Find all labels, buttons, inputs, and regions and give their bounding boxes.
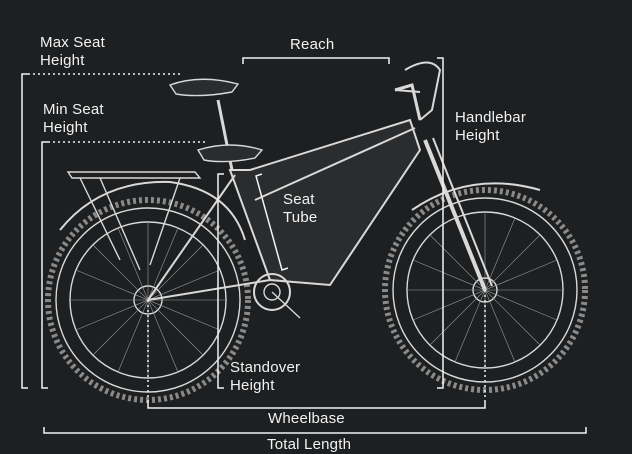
measurement-lines (21, 57, 587, 434)
handlebar-height-label: Handlebar Height (455, 109, 527, 144)
wheelbase-label: Wheelbase (268, 410, 345, 427)
standover-height-label: Standover Height (230, 359, 301, 394)
seat-tube-label: Seat Tube (283, 191, 318, 226)
rear-rack (66, 171, 202, 271)
total-length-label: Total Length (267, 436, 352, 453)
max-seat-height-label: Max Seat Height (40, 34, 105, 69)
reach-label: Reach (290, 36, 335, 53)
min-seat-height-label: Min Seat Height (43, 101, 104, 136)
